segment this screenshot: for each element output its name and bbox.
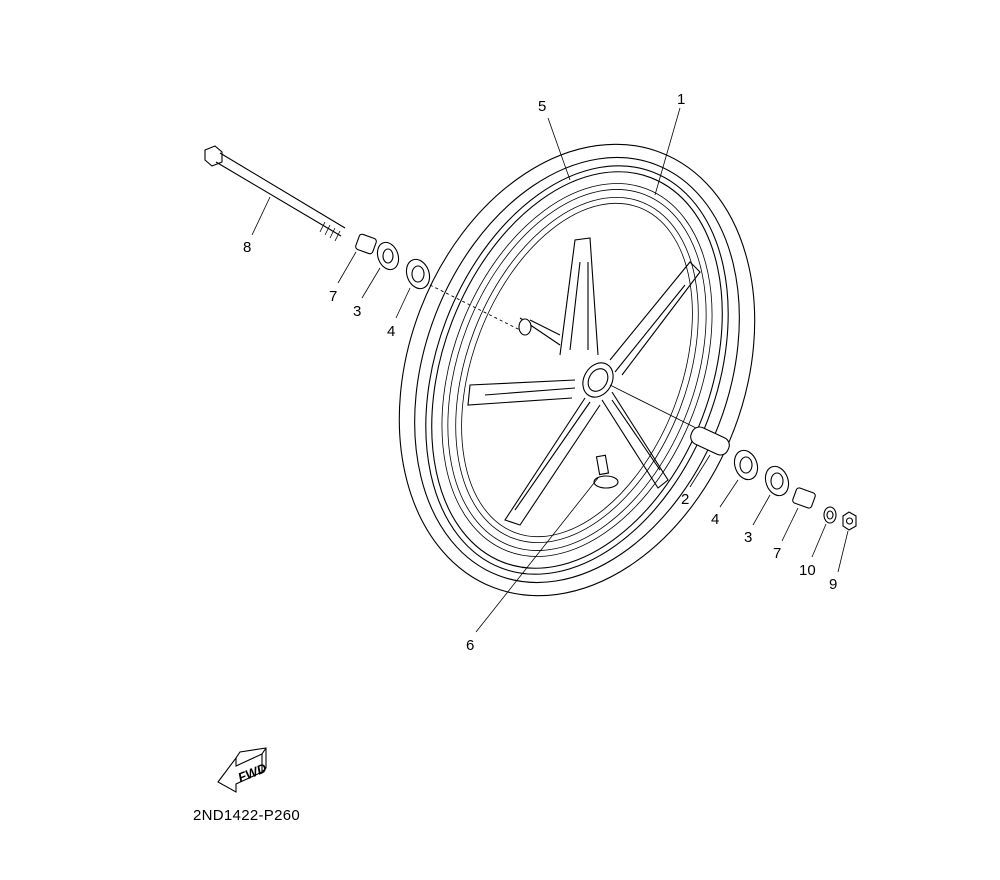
diagram-code: 2ND1422-P260 — [193, 807, 300, 824]
washer — [823, 506, 837, 524]
cast-wheel — [467, 237, 701, 526]
forward-arrow-icon: FWD — [217, 747, 269, 793]
valve — [593, 454, 619, 489]
callout-1: 1 — [677, 91, 685, 108]
callout-7-right: 7 — [773, 545, 781, 562]
callout-7-left: 7 — [329, 288, 337, 305]
right-collar-7 — [792, 487, 816, 509]
tire — [398, 143, 756, 597]
callout-3-left: 3 — [353, 303, 361, 320]
right-bearing-3 — [764, 465, 790, 497]
nut — [842, 511, 857, 531]
callout-4-right: 4 — [711, 511, 719, 528]
callout-4-left: 4 — [387, 323, 395, 340]
right-bearing-4 — [733, 449, 759, 481]
right-collar-2 — [690, 426, 730, 456]
leader-lines — [251, 107, 849, 633]
callout-10: 10 — [799, 562, 816, 579]
callout-9: 9 — [829, 576, 837, 593]
callout-5: 5 — [538, 98, 546, 115]
callout-2: 2 — [681, 491, 689, 508]
callout-8: 8 — [243, 239, 251, 256]
callout-3-right: 3 — [744, 529, 752, 546]
left-bearing-4 — [405, 258, 431, 290]
axle — [204, 145, 346, 242]
callout-6: 6 — [466, 637, 474, 654]
left-collar — [355, 233, 377, 255]
left-bearing-3 — [376, 241, 400, 271]
